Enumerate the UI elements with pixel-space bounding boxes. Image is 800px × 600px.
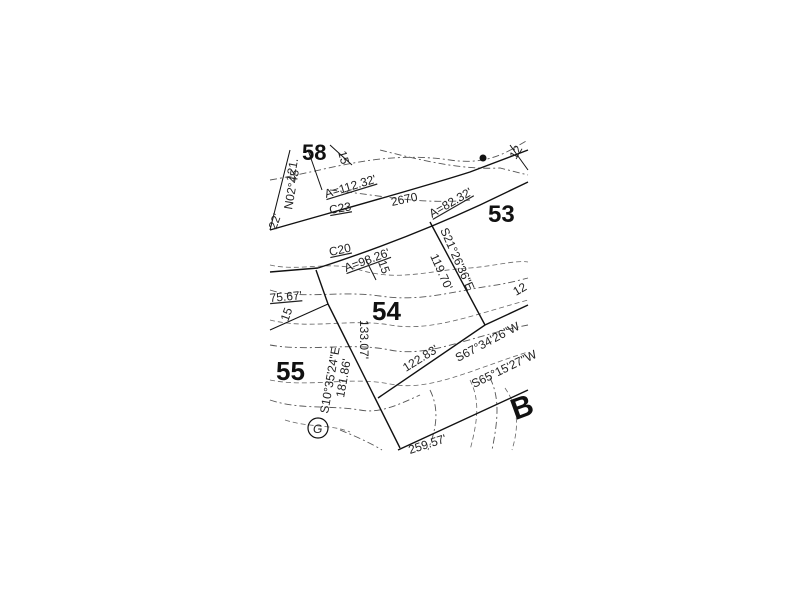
arc-length-right: A=82.32' [427, 185, 475, 221]
distance-right-partial: 12 [511, 280, 530, 299]
lot-number-54: 54 [372, 296, 401, 326]
distance-lot54-left: 133.07' [357, 320, 371, 359]
distance-left-edge: 22' [266, 212, 285, 231]
distance-left-top: 75.67' [269, 288, 302, 305]
map-clip-area: 58 53 54 55 B N02°45 121. 22' A=112.32' … [266, 139, 539, 457]
monument-point [479, 154, 487, 162]
gas-symbol-letter: G [313, 422, 322, 436]
arc-length-top: A=112.32' [323, 172, 378, 201]
street-name-partial: B [506, 388, 538, 426]
easement-width-top: 15 [335, 149, 352, 166]
contour-lines [269, 139, 529, 451]
easement-width-middle: 15 [375, 258, 393, 276]
bearing-top-left: N02°45 [281, 168, 302, 210]
distance-top-left: 121. [283, 157, 301, 182]
gas-symbol-icon: G [307, 417, 329, 439]
lot-boundaries [269, 144, 529, 451]
partial-lot-label-top: 58 [302, 140, 326, 165]
lot-number-53: 53 [488, 201, 515, 228]
distance-top-right-partial: 12 [506, 143, 525, 162]
curve-c20: C20 [328, 241, 353, 259]
distance-bottom-partial: 259.57' [407, 431, 448, 456]
contour-elevation-2670: 2670 [390, 190, 419, 209]
distance-lot55-line: 181.86' [333, 358, 354, 399]
curve-c23: C23 [328, 199, 352, 217]
lot-number-55: 55 [276, 356, 305, 386]
easement-width-left: 15 [278, 305, 296, 323]
